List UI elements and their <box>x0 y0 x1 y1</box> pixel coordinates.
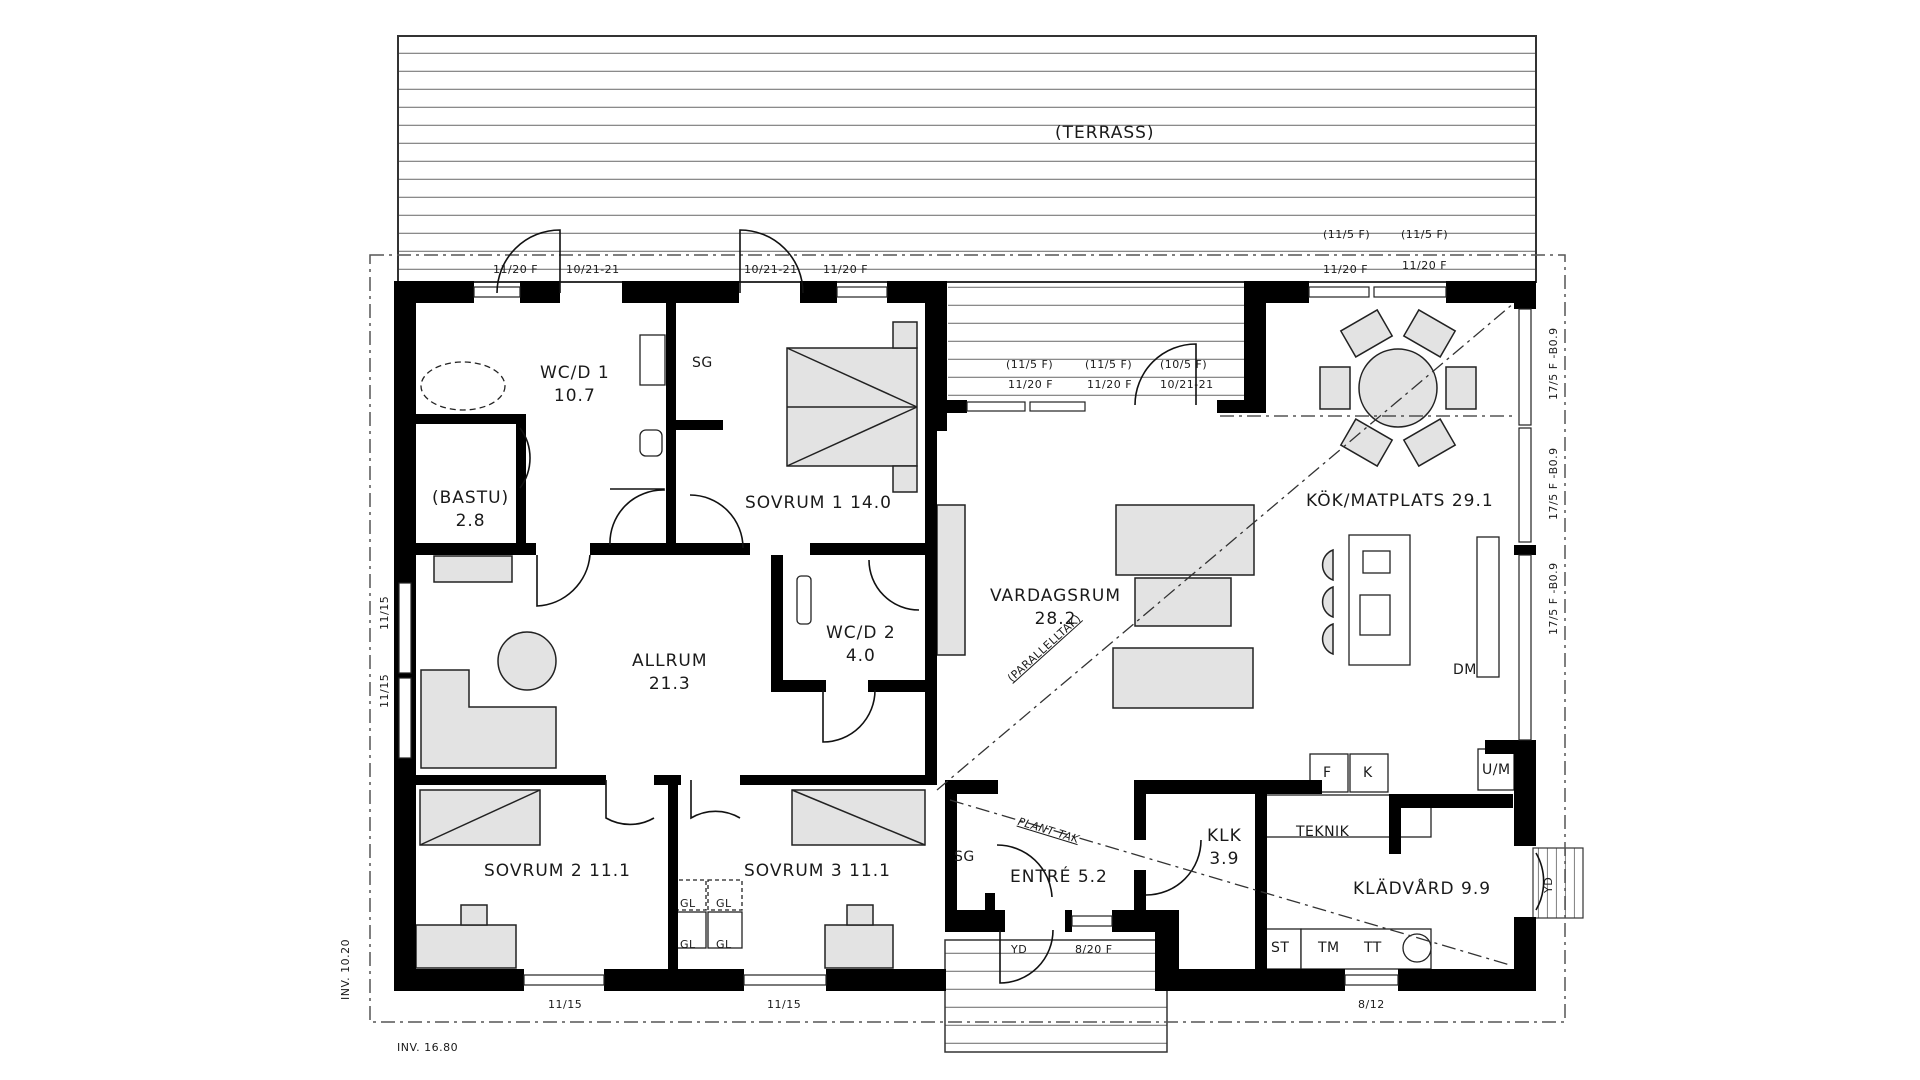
room-entre: ENTRÉ 5.2 <box>1010 866 1108 889</box>
room-name: SOVRUM 3 <box>744 861 843 881</box>
fixture-sg-1: SG <box>692 355 713 371</box>
window-label: 17/5 F -B0.9 <box>1547 562 1560 635</box>
window-label: (11/5 F) <box>1401 228 1449 241</box>
room-area: 4.0 <box>845 645 876 666</box>
room-name: SOVRUM 2 <box>484 861 583 881</box>
room-area: 28.2 <box>1034 608 1077 629</box>
window-label: (11/5 F) <box>1085 358 1133 371</box>
room-area: 14.0 <box>850 493 892 513</box>
window-label: 11/15 <box>378 595 391 630</box>
inv-horizontal-label: INV. 16.80 <box>397 1041 459 1054</box>
window-label: (11/5 F) <box>1006 358 1054 371</box>
room-area: 2.8 <box>455 510 486 531</box>
room-klk: KLK 3.9 <box>1207 825 1242 871</box>
fixture-dm: DM <box>1453 662 1477 678</box>
room-teknik: TEKNIK <box>1296 824 1350 840</box>
window-label: 11/20 F <box>1323 263 1369 276</box>
fixture-um: U/M <box>1482 762 1511 778</box>
window-label: 11/15 <box>548 998 583 1011</box>
doors <box>496 229 1545 984</box>
room-name: KÖK/MATPLATS <box>1306 491 1446 511</box>
window-label: (10/5 F) <box>1160 358 1208 371</box>
property-outline <box>369 254 1566 1023</box>
door-label: 10/21-21 <box>566 263 620 276</box>
room-area: 29.1 <box>1451 491 1494 511</box>
window-label: 17/5 F -B0.9 <box>1547 447 1560 520</box>
window-label: 11/15 <box>378 673 391 708</box>
room-name: VARDAGSRUM <box>990 586 1121 606</box>
room-name: SOVRUM 1 <box>745 493 844 513</box>
room-bastu: (BASTU) 2.8 <box>432 487 509 533</box>
room-area: 21.3 <box>648 673 691 694</box>
fixture-yd-side: YD <box>1542 876 1555 893</box>
furniture <box>415 308 1477 969</box>
fixture-gl-2: GL <box>716 897 732 910</box>
room-name: (BASTU) <box>432 488 510 508</box>
window-label: 11/20 F <box>493 263 539 276</box>
window-label: 11/20 F <box>1087 378 1133 391</box>
room-sovrum2: SOVRUM 2 11.1 <box>484 860 631 883</box>
room-wcd1: WC/D 1 10.7 <box>540 362 610 408</box>
fixture-gl-1: GL <box>680 897 696 910</box>
door-label: 10/21-21 <box>744 263 798 276</box>
room-kok: KÖK/MATPLATS 29.1 <box>1306 490 1494 513</box>
fixtures <box>420 334 1515 970</box>
walls <box>394 281 1536 991</box>
room-name: KLK <box>1207 826 1242 846</box>
window-label: 11/20 F <box>1402 259 1448 272</box>
room-area: 11.1 <box>849 861 891 881</box>
door-label: 10/21-21 <box>1160 378 1214 391</box>
fixture-yd-front: YD <box>1011 943 1028 956</box>
terrace <box>397 35 1584 1053</box>
window-label: (11/5 F) <box>1323 228 1371 241</box>
room-area: 5.2 <box>1077 867 1108 887</box>
window-label: 17/5 F -B0.9 <box>1547 327 1560 400</box>
room-name: ALLRUM <box>632 651 708 671</box>
fixture-st: ST <box>1271 940 1290 956</box>
fixture-gl-4: GL <box>716 938 732 951</box>
windows <box>398 286 1532 986</box>
room-sovrum1: SOVRUM 1 14.0 <box>745 492 892 515</box>
room-area: 11.1 <box>589 861 631 881</box>
fixture-fridge: K <box>1363 765 1373 781</box>
inv-vertical-label: INV. 10.20 <box>339 938 352 1000</box>
room-name: WC/D 1 <box>540 363 610 383</box>
room-area: 9.9 <box>1461 879 1492 899</box>
room-kladvard: KLÄDVÅRD 9.9 <box>1353 878 1491 901</box>
room-vardagsrum: VARDAGSRUM 28.2 <box>990 585 1121 631</box>
room-sovrum3: SOVRUM 3 11.1 <box>744 860 891 883</box>
fixture-tm: TM <box>1318 940 1340 956</box>
room-name: KLÄDVÅRD <box>1353 879 1455 899</box>
room-name: ENTRÉ <box>1010 867 1072 887</box>
terrace-label: (TERRASS) <box>1055 123 1155 143</box>
fixture-tt: TT <box>1364 940 1382 956</box>
window-label: 11/20 F <box>823 263 869 276</box>
room-area: 10.7 <box>553 385 596 406</box>
window-label: 8/12 <box>1358 998 1385 1011</box>
fixture-gl-3: GL <box>680 938 696 951</box>
room-name: WC/D 2 <box>826 623 896 643</box>
room-allrum: ALLRUM 21.3 <box>632 650 708 696</box>
fixture-freezer: F <box>1323 765 1332 781</box>
window-label: 11/20 F <box>1008 378 1054 391</box>
window-label: 8/20 F <box>1075 943 1113 956</box>
room-wcd2: WC/D 2 4.0 <box>826 622 896 668</box>
fixture-sg-2: SG <box>954 849 975 865</box>
window-label: 11/15 <box>767 998 802 1011</box>
roof-lines <box>936 302 1515 966</box>
room-area: 3.9 <box>1209 848 1240 869</box>
